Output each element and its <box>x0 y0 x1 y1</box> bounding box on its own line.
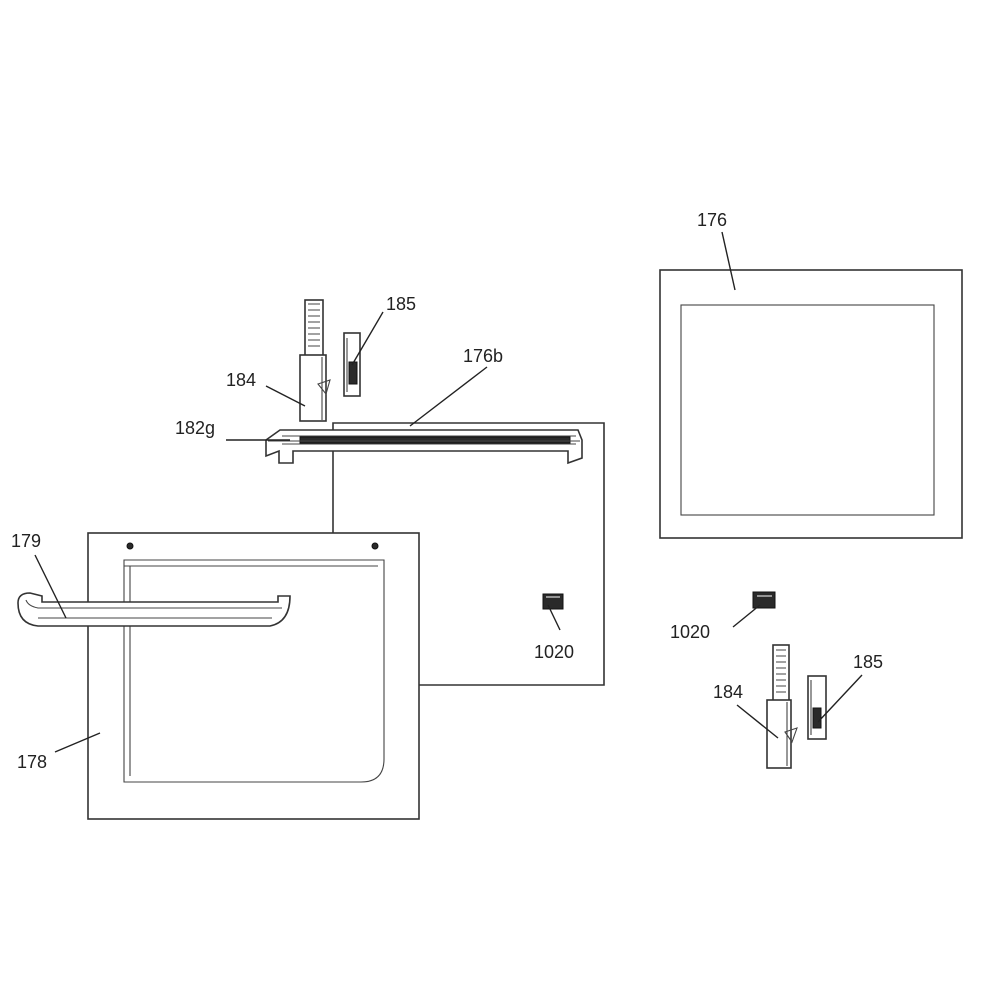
label-184-top: 184 <box>226 370 256 390</box>
label-185-top: 185 <box>386 294 416 314</box>
hinge-receiver-185-bottom <box>807 675 827 740</box>
leader-179 <box>34 554 67 619</box>
hinge-184-bottom <box>766 644 798 769</box>
label-1020-right: 1020 <box>670 622 710 642</box>
clip-1020-right <box>752 591 776 609</box>
leader-lines <box>34 231 863 753</box>
label-1020-mid: 1020 <box>534 642 574 662</box>
leader-185-top <box>351 311 384 366</box>
leader-184-top <box>265 385 306 407</box>
glass-panel-176 <box>659 269 963 539</box>
label-185-bottom: 185 <box>853 652 883 672</box>
door-handle-179 <box>17 592 291 627</box>
leader-184-bottom <box>736 704 779 739</box>
label-184-bottom: 184 <box>713 682 743 702</box>
label-182g: 182g <box>175 418 215 438</box>
label-176b: 176b <box>463 346 503 366</box>
leader-185-bottom <box>817 674 863 723</box>
leader-178 <box>54 732 101 753</box>
leader-1020-mid <box>547 604 561 631</box>
hinge-184-top <box>299 299 331 422</box>
leader-176b <box>409 366 488 427</box>
leader-1020-right <box>732 604 761 628</box>
leader-176 <box>721 231 736 291</box>
part-labels: 176 185 176b 184 182g 179 1020 1020 185 … <box>11 210 883 772</box>
label-179: 179 <box>11 531 41 551</box>
top-trim-bar-182g <box>265 429 583 465</box>
label-178: 178 <box>17 752 47 772</box>
label-176: 176 <box>697 210 727 230</box>
clip-1020-mid <box>542 593 564 610</box>
door-frame-178 <box>87 532 420 820</box>
